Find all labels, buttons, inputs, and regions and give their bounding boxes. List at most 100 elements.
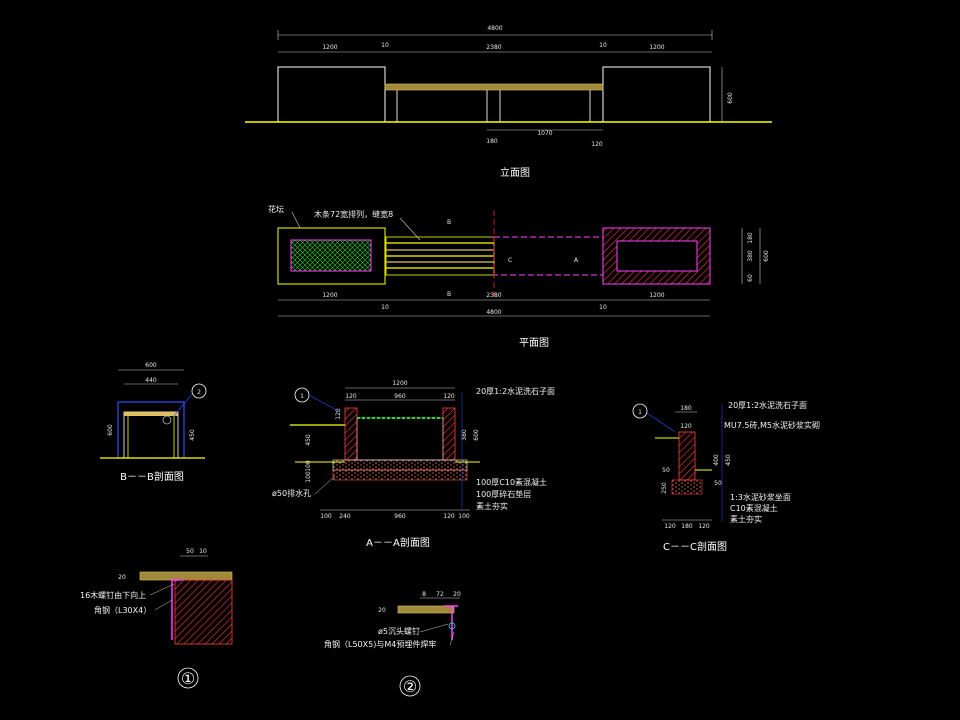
section-c-b2-dim: 180: [681, 523, 693, 530]
plan-total-dim: 4800: [486, 309, 501, 316]
elevation-bench-top: [384, 83, 604, 91]
detail-1-dim-b: 10: [199, 548, 207, 555]
section-b-outer-dim: 600: [145, 362, 157, 369]
section-a-note-2: 100厚C10素混凝土: [476, 477, 547, 487]
detail-2-dim-b: 72: [436, 591, 444, 598]
detail-2-slat: [397, 605, 455, 614]
section-a-note-1: 20厚1:2水泥洗石子面: [476, 386, 555, 396]
section-c-title: C－－C剖面图: [663, 540, 727, 553]
plan-v1-dim: 180: [747, 232, 754, 244]
section-b-title: B－－B剖面图: [120, 470, 184, 483]
section-c-footing: [671, 479, 703, 495]
plan-c-marker: C: [508, 257, 512, 264]
section-c-h3-dim: 50: [714, 480, 722, 487]
section-c-note-2: MU7.5砖,M5水泥砂浆实砌: [724, 420, 820, 430]
plan-planter-label: 花坛: [268, 204, 284, 214]
section-c-note-1: 20厚1:2水泥洗石子面: [728, 400, 807, 410]
section-a-b2-dim: 240: [339, 513, 351, 520]
plan-vtotal-dim: 600: [763, 250, 770, 262]
detail-2-label: ②: [403, 677, 417, 696]
section-a-right-wall: [442, 407, 456, 461]
section-c-side1-dim: 50: [662, 467, 670, 474]
detail-1-wall: [174, 579, 233, 645]
elevation-left-dim: 1200: [322, 44, 337, 51]
section-c-callout: 1: [638, 409, 642, 416]
section-a-h-low1-dim: 100: [305, 460, 312, 472]
elevation-title: 立面图: [500, 166, 530, 179]
section-b-callout: 2: [197, 389, 201, 396]
section-c-note-5: 素土夯实: [730, 514, 762, 524]
detail-1-slat: [139, 571, 233, 581]
elevation-total-dim: 4800: [487, 25, 502, 32]
section-a-b5-dim: 100: [458, 513, 470, 520]
elevation-gap-right-dim: 10: [599, 42, 607, 49]
detail-2-dim-a: 8: [422, 591, 426, 598]
plan-left-planter: [277, 227, 386, 285]
section-a-h-left1-dim: 120: [335, 408, 342, 420]
plan-view: 花坛 木条72宽排列，缝宽8 B B C A 1200 2380 1200 10…: [268, 204, 770, 349]
detail-1-dim-a: 50: [186, 548, 194, 555]
plan-a-marker: A: [574, 257, 579, 264]
detail-2-dim-d: 20: [378, 607, 386, 614]
section-a-b3-dim: 960: [394, 513, 406, 520]
section-a-t1-dim: 120: [345, 393, 357, 400]
detail-1-dim-c: 20: [118, 574, 126, 581]
section-a-concrete: [332, 459, 468, 471]
section-a-note-4: 素土夯实: [476, 501, 508, 511]
section-b-view: 600 440 600 450 2 B－－B剖面图: [100, 362, 207, 483]
detail-1-note-1: 16木螺钉由下向上: [80, 590, 146, 600]
section-a-t3-dim: 120: [443, 393, 455, 400]
section-a-gravel: [332, 469, 468, 481]
section-c-wall: [678, 431, 696, 481]
section-a-drain: ø50排水孔: [272, 488, 311, 498]
plan-wood-label: 木条72宽排列，缝宽8: [314, 209, 393, 219]
elevation-left-planter: [277, 66, 386, 123]
section-a-b4-dim: 120: [443, 513, 455, 520]
section-b-h2-dim: 450: [189, 429, 196, 441]
elevation-height-dim: 600: [727, 92, 734, 104]
section-a-left-wall: [344, 407, 358, 461]
detail-2-note-1: ø5沉头螺钉: [378, 626, 420, 636]
section-c-note-3: 1:3水泥砂浆坐面: [730, 492, 791, 502]
plan-mid-dim: 2380: [486, 292, 501, 299]
plan-title: 平面图: [519, 337, 549, 349]
section-c-side2-dim: 250: [661, 482, 668, 494]
plan-planter-soil: [290, 239, 372, 272]
plan-bench-frame: [493, 236, 604, 276]
plan-right-dim: 1200: [649, 292, 664, 299]
section-a-view: 1200 120 960 120 120 450 100 100 380 600…: [272, 380, 555, 549]
section-c-h2-dim: 400: [713, 454, 720, 466]
section-a-h-right1-dim: 380: [461, 429, 468, 441]
section-c-t2-dim: 120: [680, 423, 692, 430]
section-a-h-left2-dim: 450: [305, 434, 312, 446]
elevation-right-planter: [602, 66, 711, 123]
plan-b-top-marker: B: [447, 219, 451, 226]
plan-v3-dim: 60: [747, 274, 754, 282]
section-a-h-right2-dim: 600: [473, 429, 480, 441]
section-c-callout-circle: [632, 403, 648, 419]
plan-left-dim: 1200: [322, 292, 337, 299]
section-c-b3-dim: 120: [698, 523, 710, 530]
elevation-right-dim: 1200: [649, 44, 664, 51]
plan-v2-dim: 380: [747, 250, 754, 262]
detail-1-angle-steel: [171, 579, 182, 640]
detail-1-note-2: 角钢（L30X4）: [94, 605, 151, 615]
section-a-t2-dim: 960: [394, 393, 406, 400]
section-a-b1-dim: 100: [320, 513, 332, 520]
detail-2-view: 8 72 20 20 ø5沉头螺钉 角钢（L50X5)与M4预埋件焊牢 ②: [324, 591, 461, 697]
section-c-top-dim: 180: [680, 405, 692, 412]
section-c-view: 180 120 400 450 50 250 50 120 180 120 1 …: [632, 400, 820, 553]
section-b-inner-dim: 440: [145, 377, 157, 384]
detail-2-dim-c: 20: [453, 591, 461, 598]
elevation-span-dim: 1070: [537, 130, 552, 137]
section-a-callout: 1: [300, 393, 304, 400]
section-a-note-3: 100厚碎石垫层: [476, 489, 531, 499]
detail-2-note-2: 角钢（L50X5)与M4预埋件焊牢: [324, 639, 436, 649]
plan-gap-left-dim: 10: [381, 304, 389, 311]
elevation-leg1-dim: 180: [486, 138, 498, 145]
section-c-note-4: C10素混凝土: [730, 503, 778, 513]
section-c-h1-dim: 450: [725, 454, 732, 466]
plan-b-bottom-marker: B: [447, 291, 451, 298]
section-a-title: A－－A剖面图: [366, 536, 430, 549]
